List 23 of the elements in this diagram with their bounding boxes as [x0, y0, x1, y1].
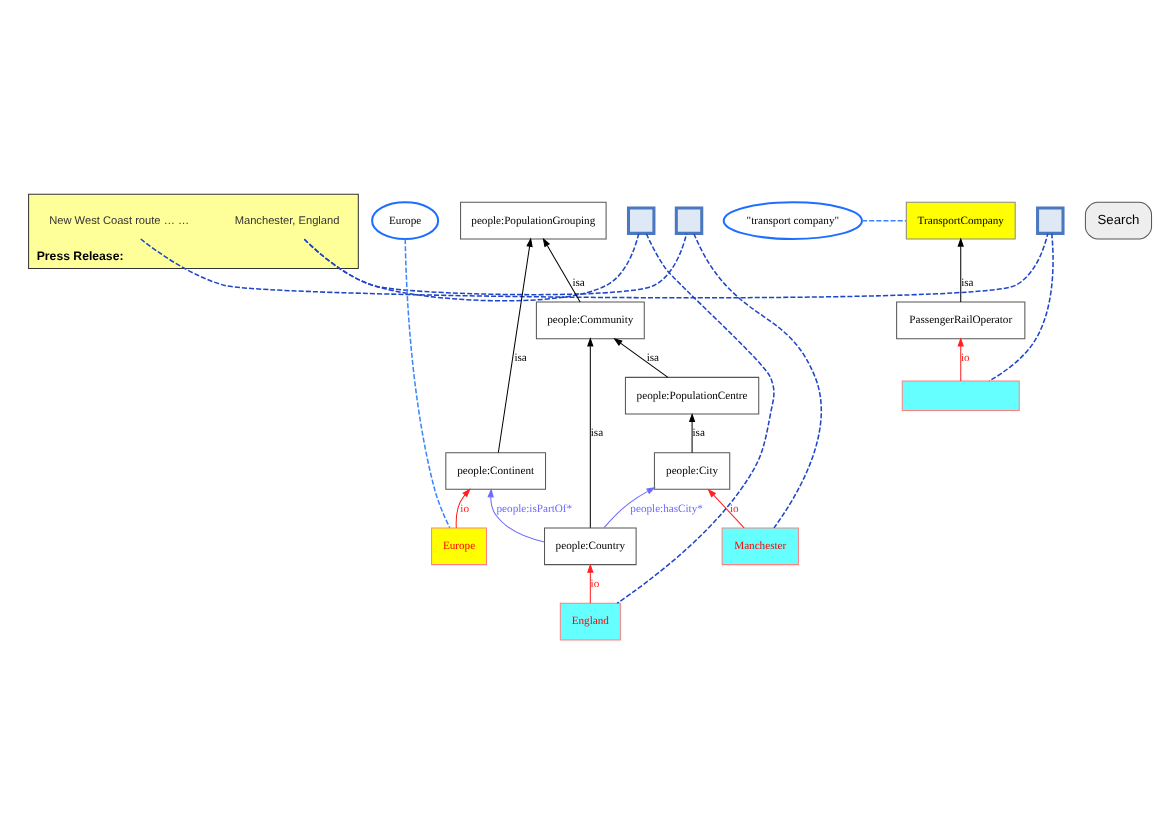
arrow — [688, 411, 696, 453]
connector — [404, 237, 451, 528]
connector — [303, 231, 640, 301]
node-checkbox — [674, 205, 704, 234]
connector — [861, 218, 907, 221]
node-checkbox — [1036, 205, 1065, 234]
connector — [988, 231, 1054, 381]
arrow — [455, 487, 471, 528]
arrow — [587, 336, 594, 528]
connector — [616, 232, 775, 603]
arrow — [542, 236, 581, 302]
arrow — [707, 487, 745, 528]
connector — [693, 232, 822, 528]
arrow — [603, 486, 656, 528]
arrow — [497, 236, 533, 453]
arrow — [613, 337, 669, 377]
arrow — [487, 487, 545, 542]
arrow — [957, 236, 964, 302]
connector — [139, 231, 1049, 298]
arrow — [957, 336, 964, 381]
node-box — [901, 379, 1020, 410]
arrow — [587, 562, 594, 603]
node-checkbox — [626, 205, 656, 234]
